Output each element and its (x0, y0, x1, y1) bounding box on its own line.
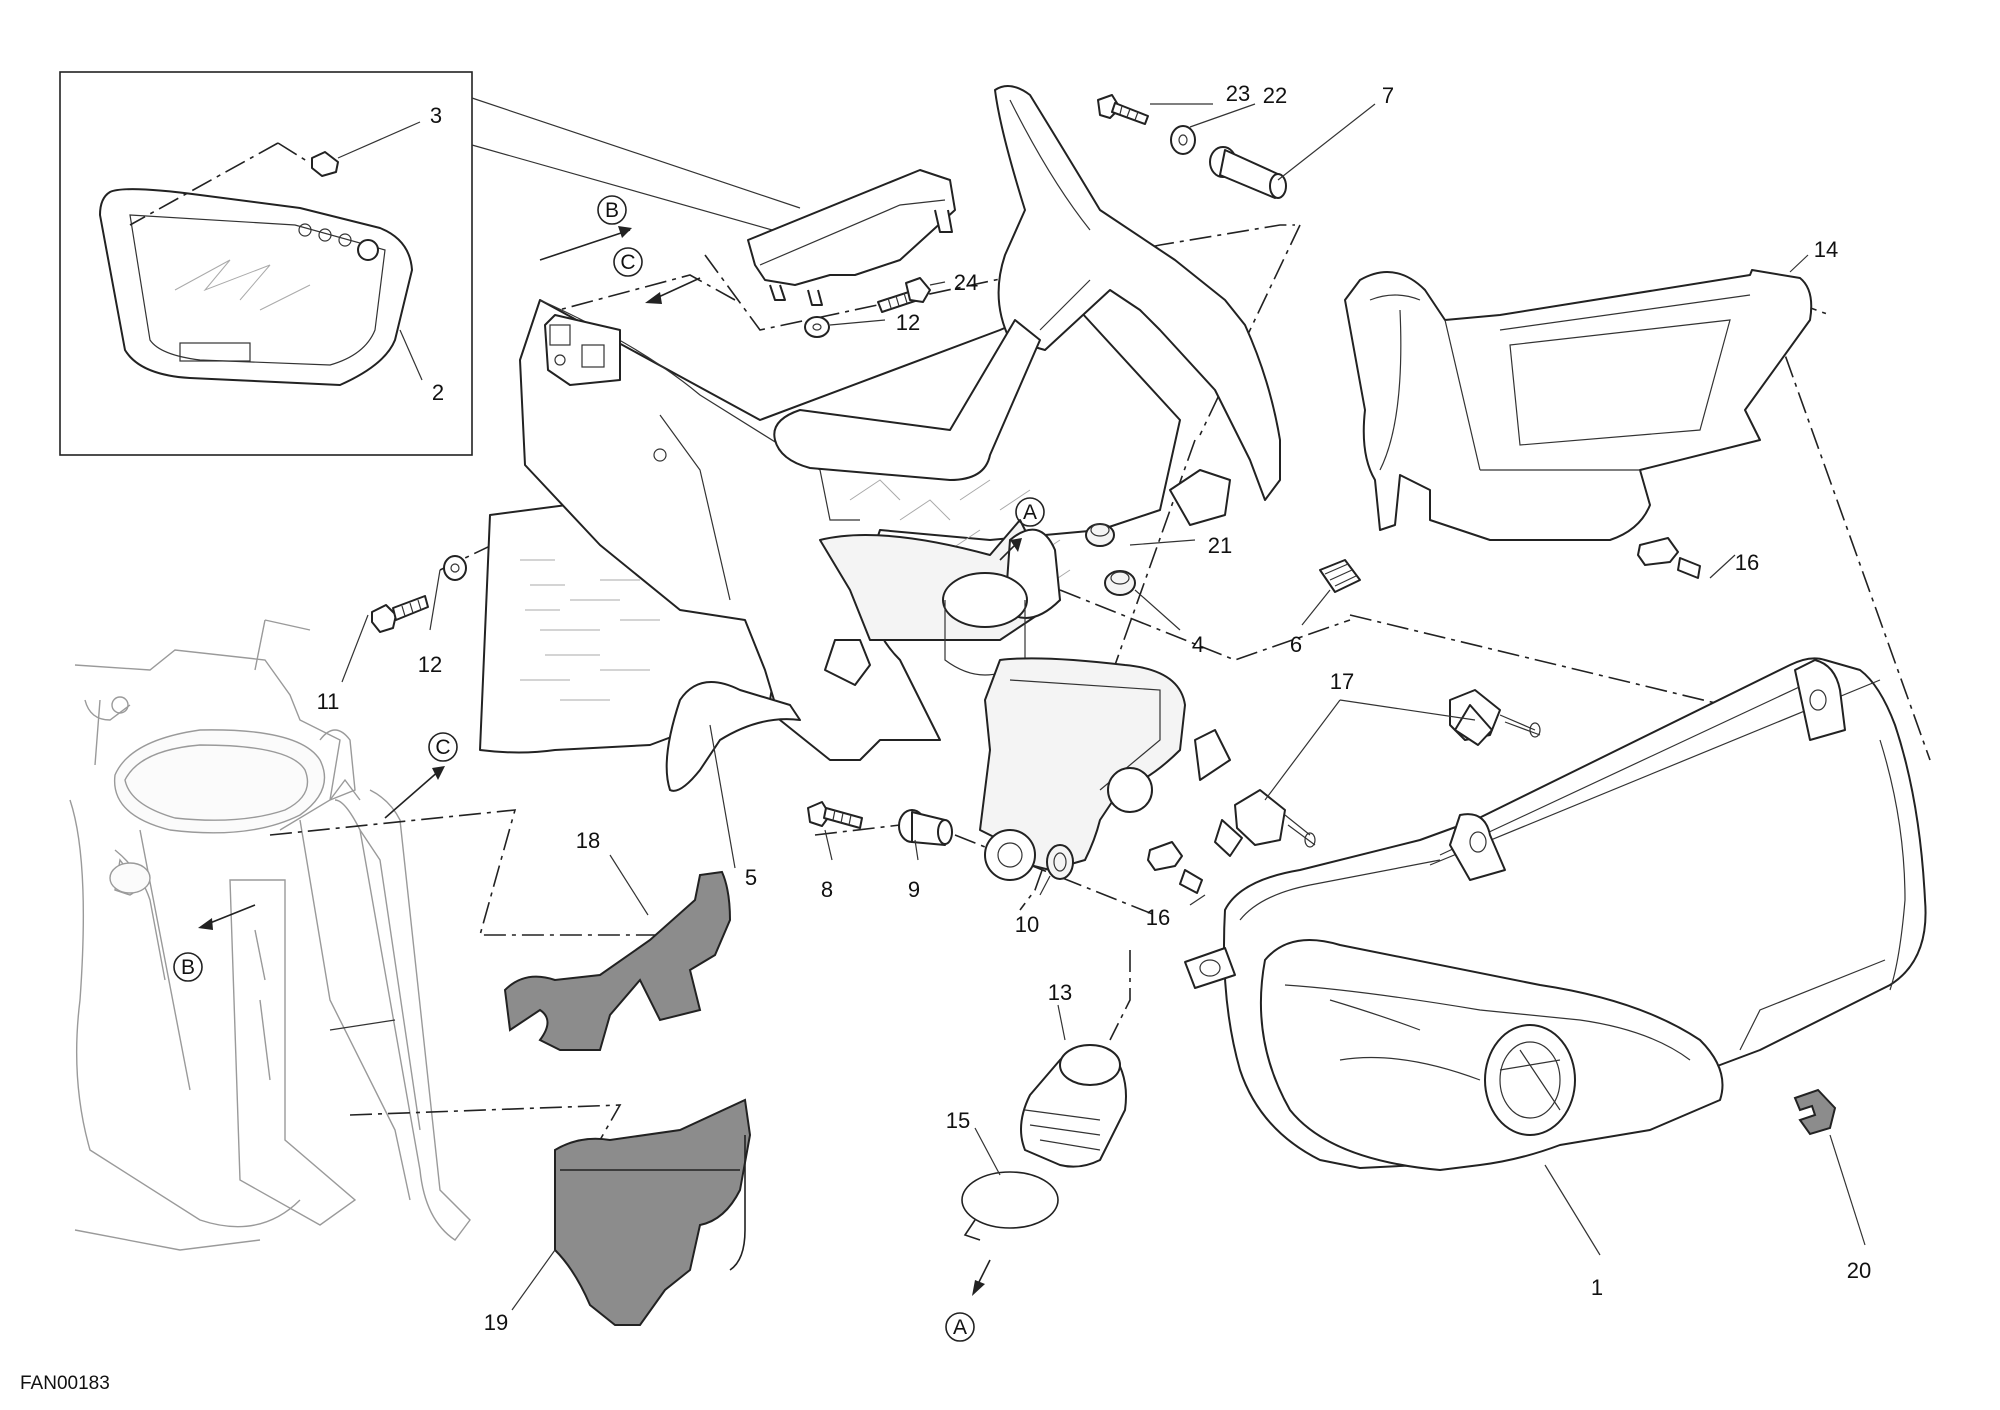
instrument-cluster-part (99, 188, 413, 386)
ref-letter-a-mid-text: A (1023, 501, 1037, 524)
callout-6: 6 (1290, 632, 1302, 657)
ref-letter-c-top-text: C (620, 251, 635, 274)
callout-8: 8 (821, 877, 833, 902)
washer-part-12-lower (443, 555, 467, 581)
bulb-part-16-lower (1147, 841, 1203, 894)
washer-part-22 (1170, 125, 1196, 155)
bolt-part-24 (877, 277, 931, 313)
clip-part-20 (1793, 1088, 1837, 1136)
grommet-part-21 (1085, 523, 1115, 547)
drawing-code: FAN00183 (20, 1373, 110, 1394)
grommet-part-10 (1046, 844, 1074, 880)
intake-duct-part-13 (979, 657, 1186, 1168)
callout-24: 24 (954, 270, 978, 295)
callout-12-upper: 12 (896, 310, 920, 335)
air-duct-part-14 (1344, 269, 1813, 541)
callout-7: 7 (1382, 83, 1394, 108)
ref-letter-a-bottom: A (945, 1312, 975, 1342)
callout-22: 22 (1263, 83, 1287, 108)
callout-5: 5 (745, 865, 757, 890)
callout-9: 9 (908, 877, 920, 902)
heat-shield-part-18 (503, 870, 732, 1051)
callout-14: 14 (1814, 237, 1838, 262)
instrument-panel-inset (59, 71, 801, 456)
callout-16-upper: 16 (1735, 550, 1759, 575)
ref-letter-a-bottom-text: A (953, 1316, 967, 1339)
callout-4: 4 (1192, 632, 1204, 657)
screw-part-3 (311, 151, 339, 177)
callout-18: 18 (576, 828, 600, 853)
callout-13: 13 (1048, 980, 1072, 1005)
callout-2: 2 (432, 380, 444, 405)
ref-letter-b-top-text: B (605, 199, 619, 222)
callout-21: 21 (1208, 533, 1232, 558)
hose-clamp-part-15 (961, 1171, 1059, 1241)
ref-letter-a-mid: A (1015, 497, 1045, 527)
ref-letter-b-top: B (597, 195, 627, 225)
spacer-part-7 (1209, 146, 1287, 199)
callout-numbers: 1 2 3 4 5 6 7 8 9 10 11 12 12 13 14 15 1… (317, 81, 1872, 1335)
callout-11: 11 (317, 689, 340, 714)
bolt-part-11 (371, 595, 429, 633)
instrument-bracket (747, 169, 956, 306)
callout-17: 17 (1330, 669, 1354, 694)
bulb-part-17-upper (1449, 689, 1541, 746)
rubber-stud-part-6 (1319, 559, 1361, 593)
washer-part-12-upper (804, 316, 830, 338)
ref-letter-b-left-text: B (181, 956, 195, 979)
heat-shield-part-19 (554, 1098, 752, 1326)
ref-letter-b-left: B (173, 952, 203, 982)
spacer-part-9 (898, 809, 953, 846)
callout-20: 20 (1847, 1258, 1871, 1283)
callout-1: 1 (1591, 1275, 1603, 1300)
reference-letters: B C A C B A (173, 195, 1045, 1342)
bolt-part-23 (1097, 94, 1149, 125)
ref-letter-c-top: C (613, 247, 643, 277)
bolt-part-8 (807, 801, 863, 829)
bulb-part-16-upper (1637, 537, 1701, 579)
callout-15: 15 (946, 1108, 970, 1133)
callout-12-lower: 12 (418, 652, 442, 677)
ref-letter-c-left: C (428, 732, 458, 762)
headlight-part-1 (1184, 657, 1927, 1171)
callout-23: 23 (1226, 81, 1250, 106)
ref-letter-c-left-text: C (435, 736, 450, 759)
leader-lines (329, 103, 1866, 1311)
callout-10: 10 (1015, 912, 1039, 937)
frame-outline (69, 619, 471, 1251)
reference-arrows (198, 226, 1022, 1296)
callout-19: 19 (484, 1310, 508, 1335)
callout-3: 3 (430, 103, 442, 128)
bulb-part-17-lower (1214, 789, 1316, 857)
fairing-bracket-part-5 (479, 299, 1231, 792)
callout-16-lower: 16 (1146, 905, 1170, 930)
grommet-part-4 (1104, 570, 1136, 596)
upper-brace (773, 85, 1281, 686)
